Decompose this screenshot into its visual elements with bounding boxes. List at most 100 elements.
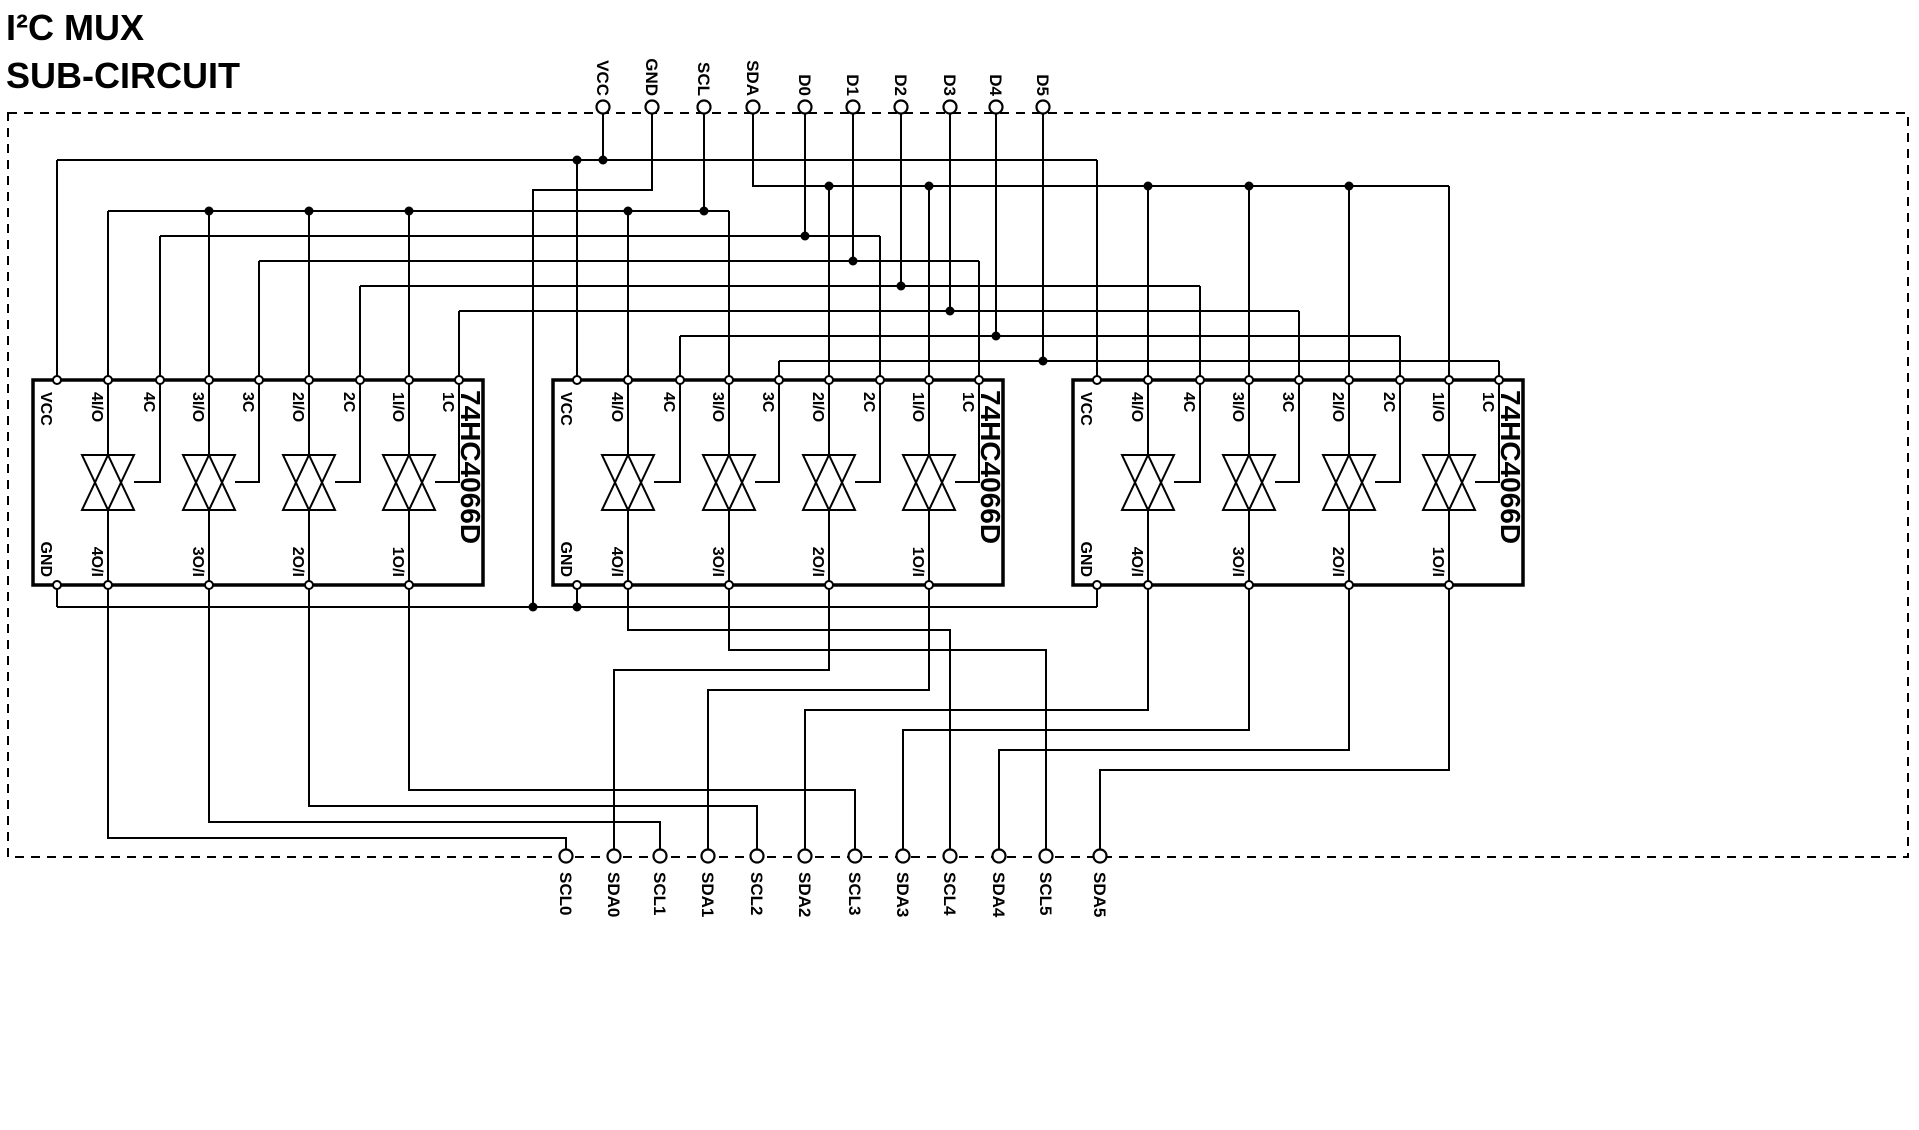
junction-dot [204,206,214,216]
pin [1344,580,1354,590]
wire-net-d3 [458,113,1300,380]
ic-name: 74HC4066D [455,390,486,544]
pin-label: 1C [1479,392,1496,413]
port-label: SDA1 [698,872,717,917]
wire-net-d5 [778,113,1500,380]
port-terminal [558,848,574,864]
pin [924,580,934,590]
transmission-gate [901,452,957,513]
transmission-gate [600,452,656,513]
port-terminal [749,848,765,864]
port-label: D0 [795,74,814,96]
ic-74hc4066d-2: 74HC4066D VCC 4I/O 4C 3I/O 3C 2I/O 2C 1I… [551,375,1006,590]
pin-label: 3I/O [189,392,206,422]
top-port-d3: D3 [940,74,959,115]
top-port-d1: D1 [843,74,862,115]
bottom-port-scl1: SCL1 [650,848,669,915]
top-port-d2: D2 [891,74,910,115]
pin [623,375,633,385]
junction-dot [1344,181,1354,191]
pin-label: 2O/I [1329,547,1346,577]
port-terminal [700,848,716,864]
port-label: SCL [694,62,713,96]
ic-74hc4066d-1: 74HC4066D VCC 4I/O 4C 3I/O 3C 2I/O 2C 1I… [31,375,486,590]
transmission-gate [181,452,237,513]
port-label: D4 [986,74,1005,96]
transmission-gate [381,452,437,513]
pin-label: 2C [340,392,357,413]
pin [1344,375,1354,385]
wire-net-d4 [679,113,1401,380]
pin [204,580,214,590]
port-terminal [606,848,622,864]
pin-label: 4C [660,392,677,413]
port-label: D2 [891,74,910,96]
junction-dots [204,155,1354,612]
pin-label: 1I/O [1429,392,1446,422]
port-label: SDA0 [604,872,623,917]
pin-label: 4O/I [608,547,625,577]
bottom-port-sda5: SDA5 [1090,848,1109,917]
title-line-2: SUB-CIRCUIT [6,55,240,96]
port-label: SCL2 [747,872,766,915]
wires [56,113,1500,850]
pin [155,375,165,385]
port-label: SDA [743,60,762,96]
wire-net-scl1 [208,585,661,850]
top-port-d4: D4 [986,74,1005,115]
transmission-gate [1421,452,1477,513]
port-terminal [797,848,813,864]
wire-net-sda2 [804,585,1149,850]
pin [572,580,582,590]
pin-label: 2I/O [1329,392,1346,422]
port-terminal [595,99,611,115]
junction-dot [528,602,538,612]
pin [824,580,834,590]
pin [52,580,62,590]
pin [675,375,685,385]
pin-label: VCC [1077,392,1094,426]
bottom-port-scl5: SCL5 [1036,848,1055,915]
top-port-sda: SDA [743,60,762,115]
schematic-title: I²C MUX SUB-CIRCUIT [6,7,240,96]
pin [1444,580,1454,590]
transmission-gate [701,452,757,513]
wire-net-vcc [56,113,1098,380]
transmission-gate [1120,452,1176,513]
wire-net-scl [107,113,730,380]
pin [304,580,314,590]
junction-dot [572,602,582,612]
pin-label: 4I/O [608,392,625,422]
top-port-scl: SCL [694,62,713,115]
pin-label: 3C [759,392,776,413]
wire-net-scl3 [408,585,856,850]
port-label: GND [642,58,661,96]
junction-dot [1038,356,1048,366]
pin [824,375,834,385]
port-terminal [1035,99,1051,115]
pin-label: 1O/I [1429,547,1446,577]
pin [623,580,633,590]
pin [404,580,414,590]
wire-net-sda3 [902,585,1250,850]
pin-label: GND [557,541,574,577]
pin [404,375,414,385]
pin-label: 3O/I [709,547,726,577]
junction-dot [699,206,709,216]
port-terminal [797,99,813,115]
ic-name: 74HC4066D [975,390,1006,544]
port-terminal [1092,848,1108,864]
bottom-port-scl0: SCL0 [556,848,575,915]
pin [1143,375,1153,385]
wire-net-d2 [359,113,1201,380]
pin-label: 2C [860,392,877,413]
pin-label: 4C [1180,392,1197,413]
pin-label: 3C [239,392,256,413]
wire-net-sda [752,113,1450,380]
wire-net-sda0 [613,585,830,850]
junction-dot [800,231,810,241]
junction-dot [848,256,858,266]
pin [454,375,464,385]
pin-label: 1C [439,392,456,413]
port-label: D3 [940,74,959,96]
